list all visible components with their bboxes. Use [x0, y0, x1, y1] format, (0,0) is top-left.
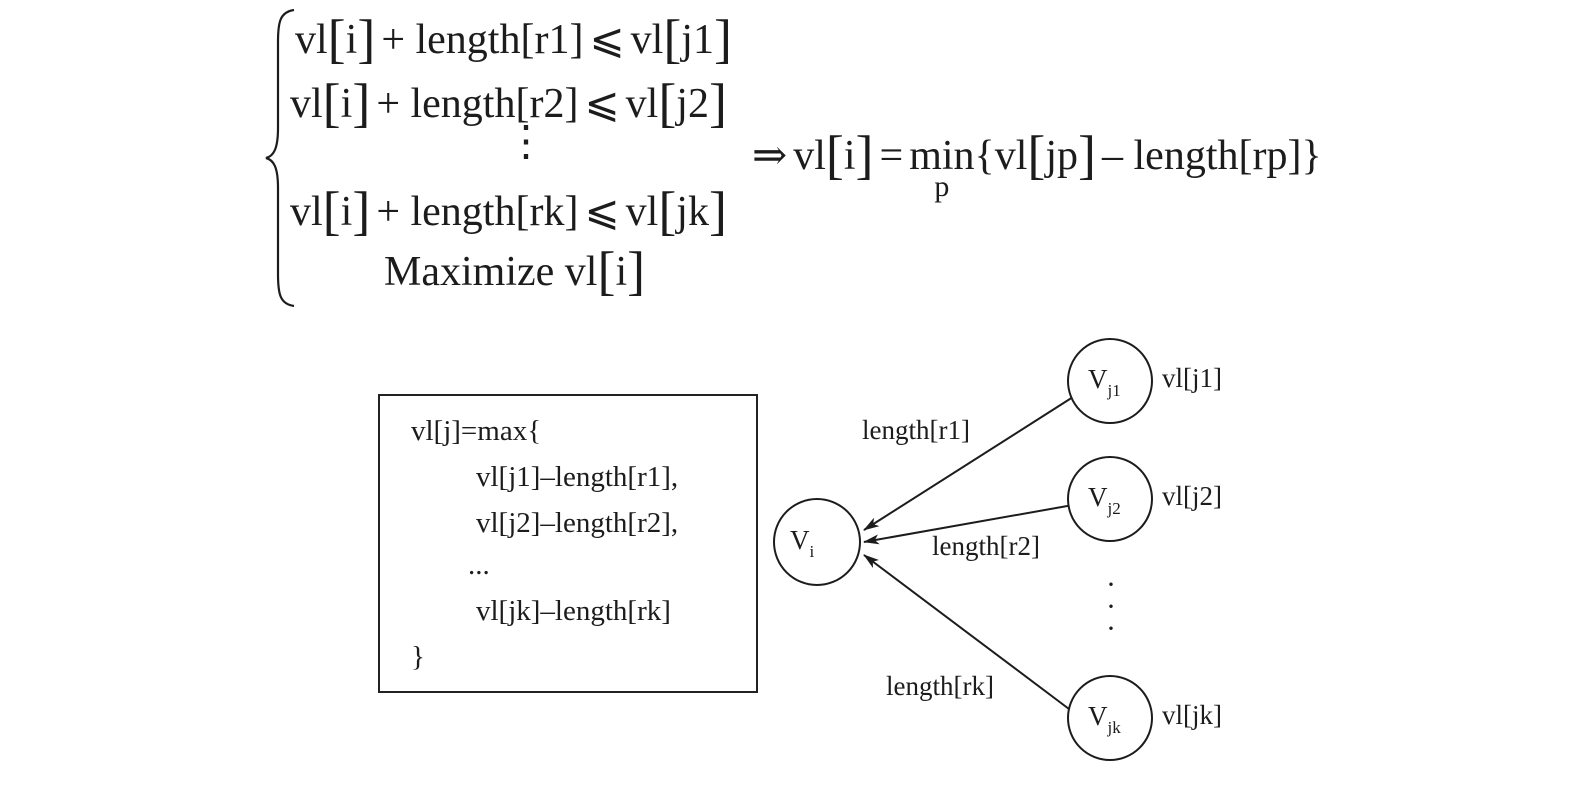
node-vj1-label: Vj1 — [1088, 363, 1121, 407]
left-brace — [265, 8, 295, 308]
index-jp: jp — [1045, 133, 1079, 179]
constraint-row-2: vl[i]+ length[r2]⩽vl[j2] — [290, 73, 727, 133]
edge-j2-to-i — [863, 504, 1074, 545]
node-sub: j2 — [1107, 499, 1121, 518]
node-ellipsis: · · · — [1106, 568, 1116, 645]
edge-j1-to-i — [863, 396, 1074, 531]
node-base: V — [1088, 701, 1108, 731]
node-vj1-circle — [1067, 338, 1153, 424]
node-base: V — [790, 525, 810, 555]
le-symbol: ⩽ — [584, 81, 620, 127]
ellipsis-dot: · — [1106, 590, 1116, 623]
min-subscript: p — [934, 170, 950, 203]
ellipsis-dot: · — [1106, 568, 1116, 601]
edge-label-r2: length[r2] — [932, 531, 1040, 561]
le-symbol: ⩽ — [584, 189, 620, 235]
node-vjk-circle — [1067, 675, 1153, 761]
index-i: i — [340, 81, 353, 127]
node-vi-label: Vi — [790, 524, 814, 568]
node-vj2-value: vl[j2] — [1162, 481, 1222, 511]
code-line-ellipsis: ... — [468, 549, 490, 581]
node-base: V — [1088, 364, 1108, 394]
index-i: i — [345, 17, 358, 63]
edge-label-rk: length[rk] — [886, 671, 994, 701]
code-line-1: vl[j1]–length[r1], — [476, 461, 679, 493]
vl-text: vl — [793, 133, 826, 179]
maximize-row: Maximize vl[i] — [384, 241, 646, 301]
maximize-text: Maximize vl — [384, 249, 598, 295]
plus-length: + length[r2] — [376, 81, 579, 127]
set-open-vl: {vl — [974, 133, 1028, 179]
index-i: i — [843, 133, 856, 179]
vl-text: vl — [290, 189, 323, 235]
index-j: jk — [676, 189, 709, 235]
implies-symbol: ⇒ — [752, 133, 788, 179]
minus-length-close: – length[rp]} — [1102, 133, 1322, 179]
node-vi-circle — [773, 498, 861, 586]
node-sub: i — [809, 542, 815, 561]
min-text: min — [909, 133, 975, 179]
code-header: vl[j]=max{ — [411, 415, 542, 447]
update-rule-box: vl[j]=max{ vl[j1]–length[r1], vl[j2]–len… — [378, 394, 758, 693]
vl-text: vl — [290, 81, 323, 127]
constraint-row-k: vl[i]+ length[rk]⩽vl[jk] — [290, 181, 727, 241]
vl-text: vl — [625, 189, 659, 235]
equals-symbol: = — [879, 133, 904, 179]
vl-text: vl — [630, 17, 664, 63]
node-vjk-label: Vjk — [1088, 700, 1121, 744]
code-line-k: vl[jk]–length[rk] — [476, 595, 671, 627]
node-vj2-circle — [1067, 456, 1153, 542]
code-close-brace: } — [411, 641, 425, 673]
node-vj1-value: vl[j1] — [1162, 363, 1222, 393]
node-sub: j1 — [1107, 381, 1121, 400]
node-vj2-label: Vj2 — [1088, 481, 1121, 525]
index-i: i — [340, 189, 353, 235]
edge-jk-to-i — [863, 554, 1074, 713]
code-line-2: vl[j2]–length[r2], — [476, 507, 679, 539]
edge-label-r1: length[r1] — [862, 415, 970, 445]
node-vjk-value: vl[jk] — [1162, 700, 1222, 730]
constraint-row-1: vl[i]+ length[r1]⩽vl[j1] — [295, 9, 732, 69]
index-j: j2 — [676, 81, 709, 127]
node-base: V — [1088, 482, 1108, 512]
plus-length: + length[rk] — [376, 189, 579, 235]
vl-text: vl — [295, 17, 328, 63]
vl-text: vl — [625, 81, 659, 127]
le-symbol: ⩽ — [589, 17, 625, 63]
index-i: i — [615, 249, 628, 295]
index-j: j1 — [681, 17, 714, 63]
ellipsis-dot: · — [1106, 612, 1116, 645]
node-sub: jk — [1107, 718, 1121, 737]
plus-length: + length[r1] — [381, 17, 584, 63]
